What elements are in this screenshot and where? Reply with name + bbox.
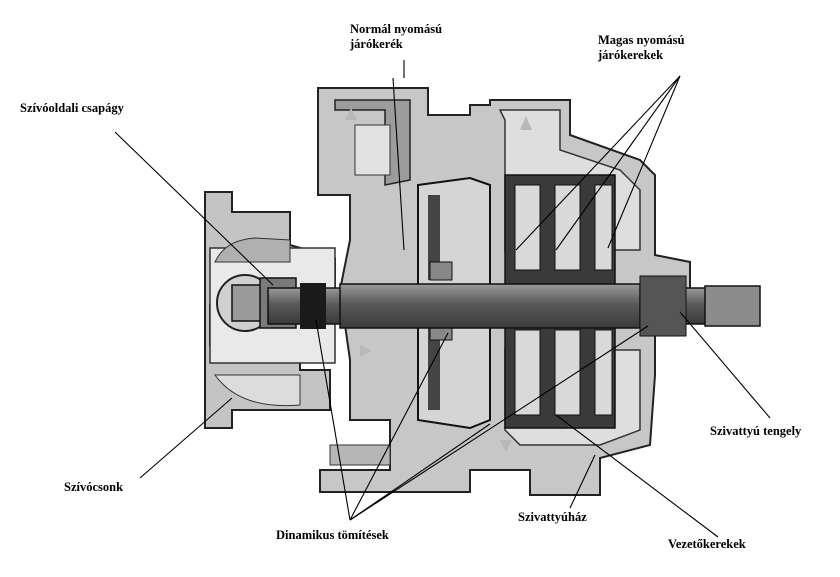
label-normal-pressure-impeller: Normál nyomású járókerék xyxy=(350,22,442,52)
label-guide-vanes: Vezetőkerekek xyxy=(668,537,746,551)
label-high-pressure-impellers: Magas nyomású járókerekek xyxy=(598,33,684,63)
normal-pressure-impeller xyxy=(417,176,491,430)
label-dynamic-seals: Dinamikus tömítések xyxy=(276,528,389,542)
pump-shaft-body xyxy=(267,275,761,337)
flow-arrows xyxy=(345,108,532,452)
label-high-line2: járókerekek xyxy=(598,48,664,62)
label-normal-line2: járókerék xyxy=(350,37,403,51)
label-pump-shaft: Szivattyú tengely xyxy=(710,424,802,438)
label-suction-bearing: Szívóoldali csapágy xyxy=(20,101,124,115)
label-pump-housing: Szivattyúház xyxy=(518,510,587,524)
label-normal-line1: Normál nyomású xyxy=(350,22,443,36)
leader-lines xyxy=(114,60,771,538)
label-suction-nozzle: Szívócsonk xyxy=(64,480,124,494)
label-high-line1: Magas nyomású xyxy=(598,33,685,47)
